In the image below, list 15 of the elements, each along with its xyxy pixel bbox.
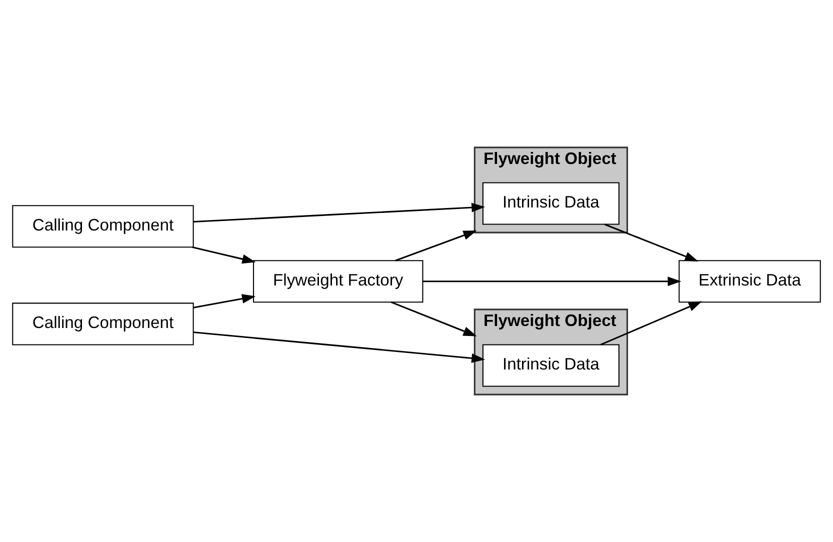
node-box: Intrinsic Data [482, 182, 620, 225]
arrow [193, 332, 486, 363]
node-box: Calling Component [12, 302, 194, 346]
arrow [600, 301, 702, 346]
arrow [604, 224, 698, 262]
arrow [390, 301, 477, 336]
node-box: Flyweight Factory [252, 260, 424, 303]
arrow [193, 202, 486, 223]
arrow [423, 276, 682, 286]
arrow [192, 246, 256, 264]
node-box: Intrinsic Data [482, 344, 620, 387]
node-box: Extrinsic Data [678, 260, 821, 303]
arrow [395, 230, 477, 262]
node-box: Calling Component [12, 205, 194, 248]
arrow [193, 294, 256, 308]
